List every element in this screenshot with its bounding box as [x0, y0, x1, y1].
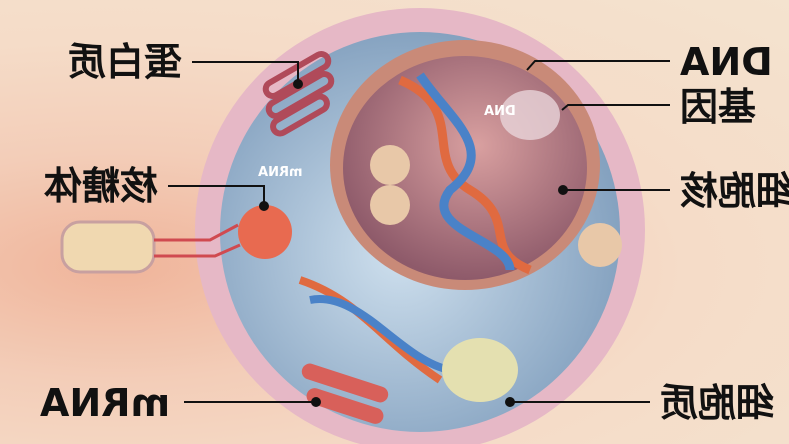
dna-helix-strand [416, 72, 515, 271]
mrna-helix-strand [309, 295, 451, 374]
ribosome-sphere [238, 205, 292, 259]
label-mrna: mRNA [40, 381, 171, 425]
label-nucleus: 细胞核 [680, 169, 789, 213]
connector [154, 223, 241, 258]
dna-helix [398, 75, 532, 275]
inner-label-mrna: mRNA [258, 165, 303, 180]
spiral-organelle [370, 185, 410, 225]
nucleolus [500, 90, 560, 140]
mitochondria [301, 363, 389, 403]
spiral-organelle [578, 223, 622, 267]
label-leader-lines [168, 60, 670, 407]
spiral-organelle [370, 145, 410, 185]
mitochondria [306, 388, 384, 424]
inner-label-dna: DNA [484, 104, 516, 119]
vesicle-cytoplasm [442, 338, 518, 402]
label-ribosome: 核糖体 [44, 164, 159, 208]
label-dna: DNA [680, 40, 773, 84]
label-gene: 基因 [680, 85, 757, 129]
vesicle [60, 220, 156, 274]
label-protein: 蛋白质 [68, 40, 183, 84]
label-cytoplasm: 细胞质 [660, 381, 775, 425]
